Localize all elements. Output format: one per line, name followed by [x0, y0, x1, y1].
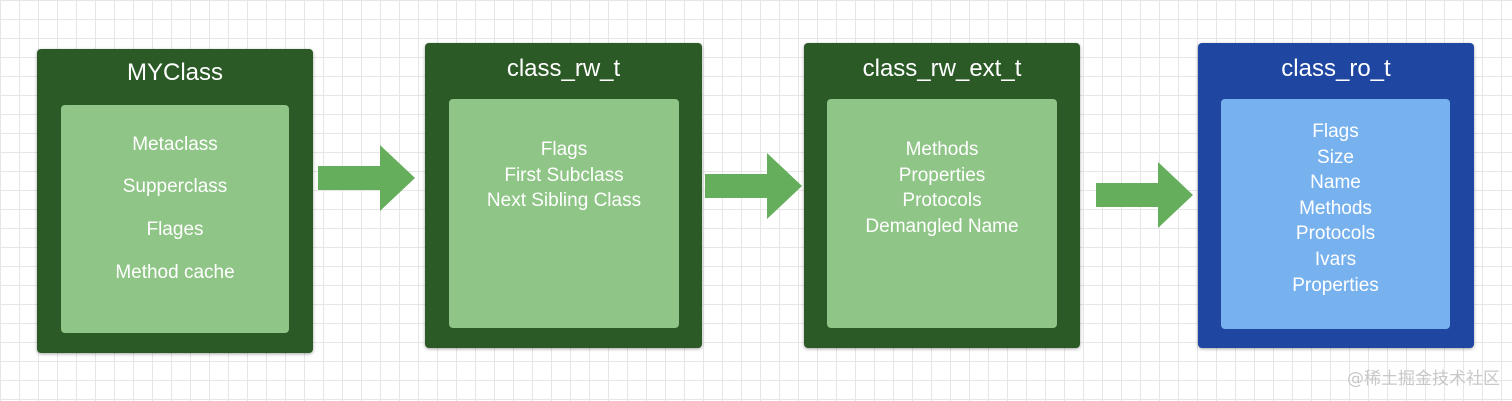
field-next-sibling-class: Next Sibling Class — [486, 190, 642, 211]
class-ro-t-box: class_ro_t Flags Size Name Methods Proto… — [1198, 43, 1474, 348]
class-ro-t-title: class_ro_t — [1281, 55, 1391, 82]
class-rw-ext-t-title: class_rw_ext_t — [862, 55, 1022, 82]
arrow-1 — [318, 145, 415, 211]
field-flags: Flags — [1312, 121, 1359, 142]
arrow-3 — [1096, 162, 1193, 228]
field-properties: Properties — [898, 164, 986, 186]
field-protocols: Protocols — [1295, 223, 1376, 245]
class-rw-ext-t-fields: Methods Properties Protocols Demangled N… — [827, 99, 1057, 328]
field-method-cache: Method cache — [115, 262, 235, 283]
field-name: Name — [1310, 172, 1361, 194]
class-ro-t-fields: Flags Size Name Methods Protocols Ivars … — [1221, 99, 1450, 329]
field-flags: Flags — [540, 139, 588, 160]
field-methods: Methods — [905, 139, 979, 160]
watermark: @稀土掘金技术社区 — [1347, 369, 1500, 389]
class-rw-t-fields: Flags First Subclass Next Sibling Class — [449, 99, 679, 328]
field-ivars: Ivars — [1314, 248, 1357, 270]
field-methods: Methods — [1299, 197, 1372, 219]
myclass-title: MYClass — [126, 59, 223, 86]
class-rw-t-box: class_rw_t Flags First Subclass Next Sib… — [425, 43, 702, 348]
field-first-subclass: First Subclass — [504, 164, 624, 186]
field-flages: Flages — [146, 219, 204, 240]
myclass-fields: Metaclass Supperclass Flages Method cach… — [61, 105, 289, 333]
myclass-box: MYClass Metaclass Supperclass Flages Met… — [37, 49, 313, 353]
field-properties: Properties — [1292, 274, 1379, 296]
class-rw-t-title: class_rw_t — [506, 55, 621, 82]
field-supperclass: Supperclass — [122, 176, 228, 197]
field-demangled-name: Demangled Name — [865, 216, 1019, 238]
field-size: Size — [1317, 146, 1354, 168]
field-metaclass: Metaclass — [132, 134, 218, 155]
class-rw-ext-t-box: class_rw_ext_t Methods Properties Protoc… — [804, 43, 1080, 348]
field-protocols: Protocols — [902, 190, 982, 212]
arrow-2 — [705, 153, 802, 219]
